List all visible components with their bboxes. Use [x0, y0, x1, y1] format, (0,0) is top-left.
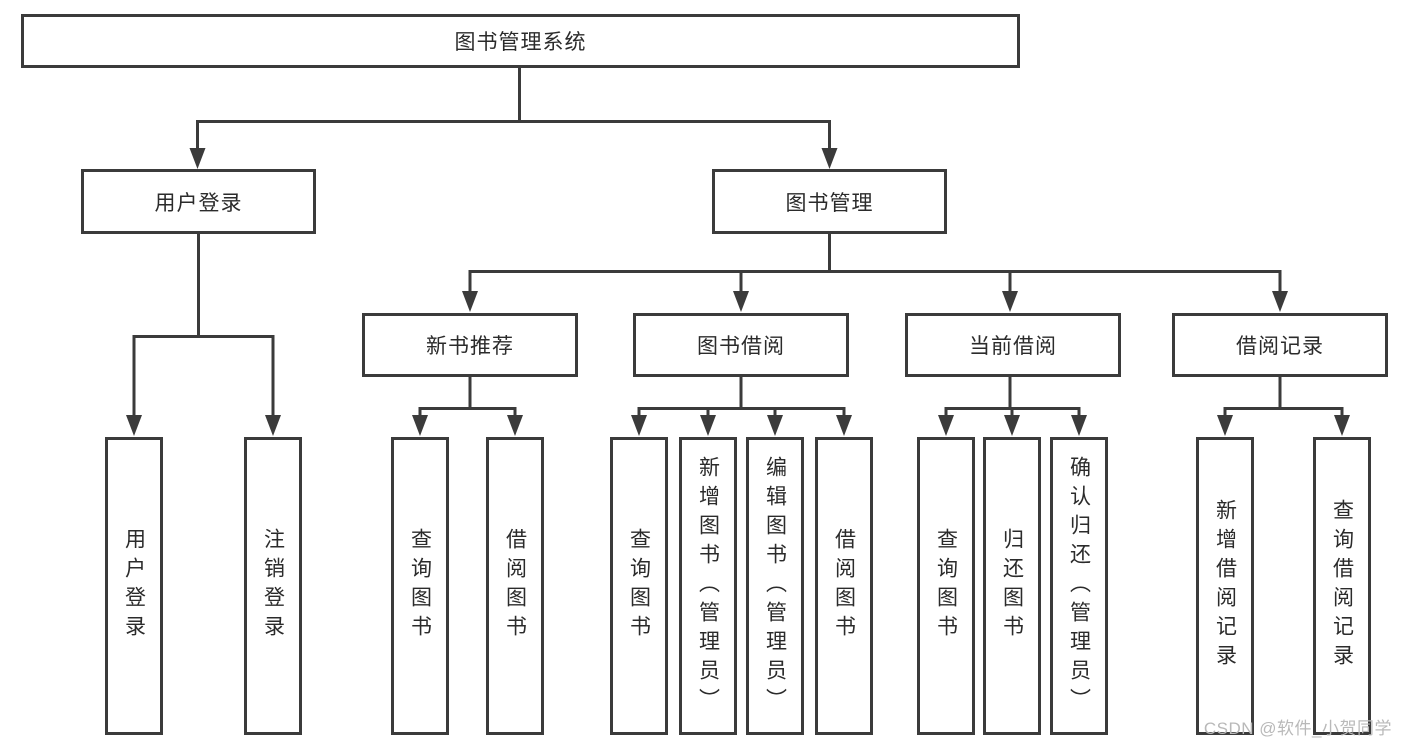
leaf-label: 确认归还（管理员）	[1067, 455, 1091, 717]
leaf-label: 借阅图书	[832, 528, 856, 644]
node-label: 图书管理系统	[454, 31, 587, 54]
node-current-borrow: 当前借阅	[905, 313, 1121, 377]
leaf-label: 归还图书	[1000, 528, 1024, 644]
node-new-book-recommend: 新书推荐	[362, 313, 578, 377]
leaf-current-confirm-return-admin: 确认归还（管理员）	[1050, 437, 1108, 735]
leaf-logout: 注销登录	[244, 437, 302, 735]
leaf-borrow-edit-books-admin: 编辑图书（管理员）	[746, 437, 804, 735]
leaf-label: 编辑图书（管理员）	[763, 455, 787, 717]
leaf-label: 查询图书	[408, 528, 432, 644]
node-label: 新书推荐	[426, 335, 514, 358]
leaf-label: 查询图书	[627, 528, 651, 644]
leaf-label: 查询图书	[934, 528, 958, 644]
node-root-system: 图书管理系统	[21, 14, 1020, 68]
leaf-borrow-add-books-admin: 新增图书（管理员）	[679, 437, 737, 735]
leaf-label: 用户登录	[122, 528, 146, 644]
leaf-current-query-books: 查询图书	[917, 437, 975, 735]
leaf-records-add-record: 新增借阅记录	[1196, 437, 1254, 735]
leaf-label: 注销登录	[261, 528, 285, 644]
node-borrow-records: 借阅记录	[1172, 313, 1388, 377]
leaf-label: 借阅图书	[503, 528, 527, 644]
node-label: 图书管理	[785, 191, 874, 215]
leaf-recommend-borrow-books: 借阅图书	[486, 437, 544, 735]
leaf-records-query-record: 查询借阅记录	[1313, 437, 1371, 735]
leaf-borrow-query-books: 查询图书	[610, 437, 668, 735]
leaf-label: 查询借阅记录	[1330, 499, 1354, 673]
node-label: 图书借阅	[697, 335, 785, 358]
leaf-current-return-books: 归还图书	[983, 437, 1041, 735]
node-label: 借阅记录	[1236, 335, 1324, 358]
node-book-management: 图书管理	[712, 169, 947, 234]
leaf-label: 新增借阅记录	[1213, 499, 1237, 673]
node-label: 当前借阅	[969, 335, 1057, 358]
csdn-watermark: CSDN @软件_小贺同学	[1203, 719, 1392, 738]
leaf-borrow-borrow-books: 借阅图书	[815, 437, 873, 735]
node-user-login: 用户登录	[81, 169, 316, 234]
leaf-label: 新增图书（管理员）	[696, 455, 720, 717]
leaf-user-login: 用户登录	[105, 437, 163, 735]
node-book-borrow: 图书借阅	[633, 313, 849, 377]
leaf-recommend-query-books: 查询图书	[391, 437, 449, 735]
node-label: 用户登录	[154, 191, 243, 215]
